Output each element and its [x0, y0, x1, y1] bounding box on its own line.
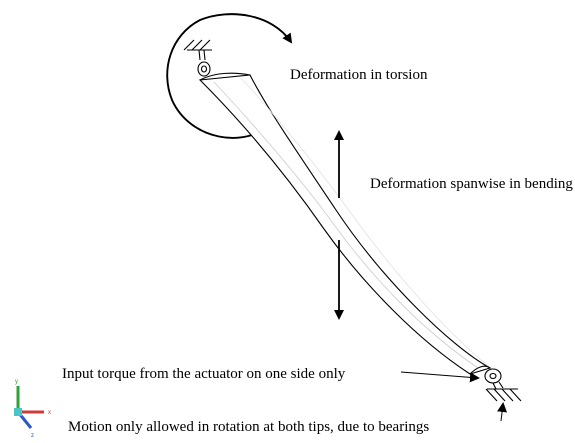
bottom-bearing-symbol: [484, 368, 522, 402]
torque-label: Input torque from the actuator on one si…: [62, 366, 346, 382]
torsion-label: Deformation in torsion: [290, 67, 428, 83]
top-bearing-symbol: [183, 39, 212, 77]
axis-x-label: x: [48, 410, 51, 416]
axis-z-label: z: [31, 433, 34, 439]
blade-body: [198, 72, 492, 375]
bending-label: Deformation spanwise in bending: [370, 176, 573, 192]
motion-leader-arrow: [497, 402, 508, 422]
torque-leader-arrow: [400, 371, 480, 383]
axis-y-label: y: [15, 379, 18, 385]
coordinate-triad: y x z: [14, 379, 51, 439]
torsion-rotation-arrow: [166, 13, 293, 139]
motion-label: Motion only allowed in rotation at both …: [68, 419, 429, 435]
